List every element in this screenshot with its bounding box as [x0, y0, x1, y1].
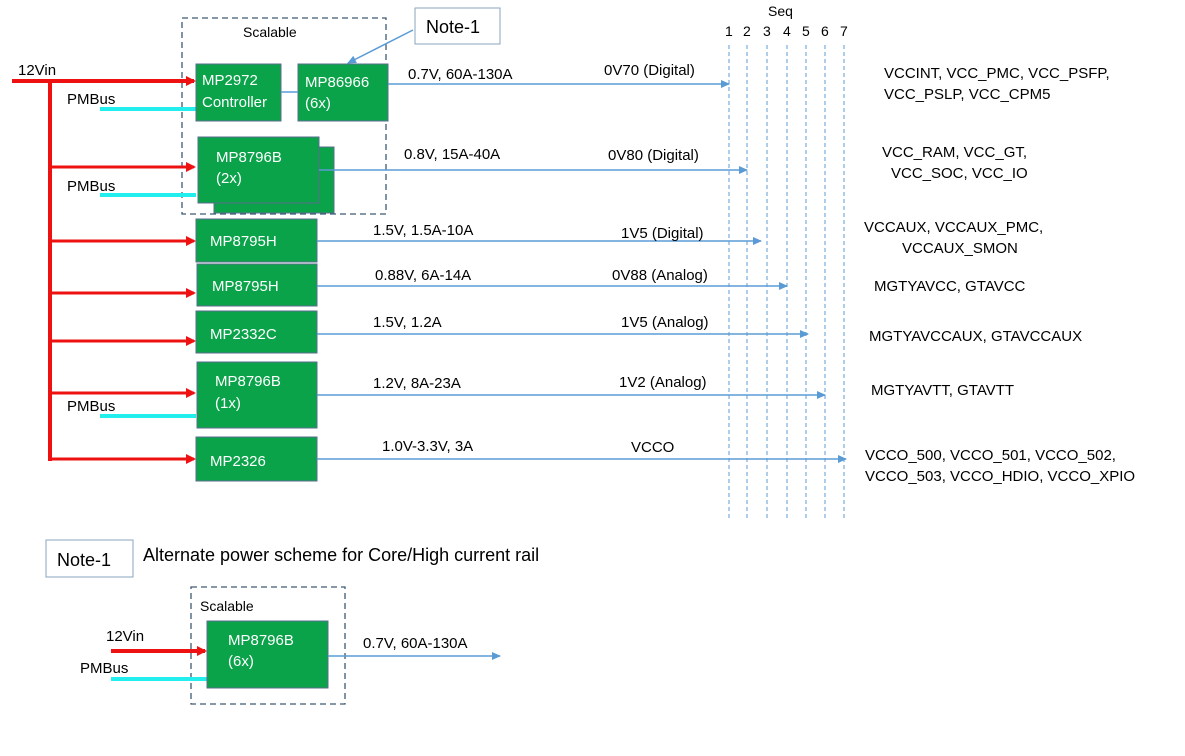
rail-spec: 1.5V, 1.2A [373, 314, 442, 331]
seq-number: 6 [821, 23, 829, 39]
alternate-note-label: Note-1 [57, 550, 111, 570]
rail-name: 1V2 (Analog) [619, 374, 707, 391]
load-list: VCCAUX_SMON [902, 240, 1018, 257]
alternate-regulator: MP8796B (6x) [206, 620, 329, 689]
rail-spec: 0.8V, 15A-40A [404, 146, 500, 163]
rail-spec: 1.0V-3.3V, 3A [382, 438, 473, 455]
regulator-label: MP86966 [305, 74, 369, 91]
regulator-mp8796b-2x: MP8796B (2x) [197, 136, 335, 214]
rail-name: 0V70 (Digital) [604, 62, 695, 79]
alternate-scalable-box [190, 586, 346, 705]
seq-number: 3 [763, 23, 771, 39]
load-list: VCC_RAM, VCC_GT, [882, 144, 1027, 161]
alternate-spec: 0.7V, 60A-130A [363, 635, 468, 652]
load-list: VCC_SOC, VCC_IO [891, 165, 1028, 182]
rail-spec: 1.5V, 1.5A-10A [373, 222, 473, 239]
input-12v-label: 12Vin [18, 62, 56, 79]
pmbus-label: PMBus [67, 178, 115, 195]
rail-name: 0V80 (Digital) [608, 147, 699, 164]
regulator-mp2972: MP2972 Controller [195, 63, 282, 122]
regulator-label: MP2326 [210, 453, 266, 470]
seq-lines [728, 45, 845, 520]
regulator-label: (1x) [215, 395, 241, 412]
seq-number: 5 [802, 23, 810, 39]
load-list: MGTYAVTT, GTAVTT [871, 382, 1014, 399]
alternate-title: Alternate power scheme for Core/High cur… [143, 545, 539, 565]
regulator-label: Controller [202, 94, 267, 111]
regulator-label: MP2972 [202, 72, 258, 89]
seq-number: 7 [840, 23, 848, 39]
regulator-mp8795h-b: MP8795H [196, 263, 318, 307]
rail-spec: 0.88V, 6A-14A [375, 267, 471, 284]
scalable-label: Scalable [243, 24, 297, 40]
regulator-mp2326: MP2326 [195, 436, 318, 482]
regulator-label: MP8796B [228, 632, 294, 649]
regulator-label: (6x) [228, 653, 254, 670]
regulator-label: MP2332C [210, 326, 277, 343]
rail-name: 1V5 (Digital) [621, 225, 704, 242]
regulator-label: (2x) [216, 170, 242, 187]
regulator-label: (6x) [305, 95, 331, 112]
load-list: VCCAUX, VCCAUX_PMC, [864, 219, 1043, 236]
rail-name: 0V88 (Analog) [612, 267, 708, 284]
alternate-scalable-label: Scalable [200, 598, 254, 614]
rail-name: VCCO [631, 439, 674, 456]
pmbus-label: PMBus [67, 398, 115, 415]
load-list: MGTYAVCCAUX, GTAVCCAUX [869, 328, 1082, 345]
seq-number: 4 [783, 23, 791, 39]
load-list: VCCO_503, VCCO_HDIO, VCCO_XPIO [865, 468, 1135, 485]
rail-spec: 1.2V, 8A-23A [373, 375, 461, 392]
regulator-label: MP8795H [212, 278, 279, 295]
alternate-input-label: 12Vin [106, 628, 144, 645]
load-list: VCCO_500, VCCO_501, VCCO_502, [865, 447, 1116, 464]
regulator-mp2332c: MP2332C [195, 310, 318, 354]
note-callout-box [414, 7, 501, 45]
rail-name: 1V5 (Analog) [621, 314, 709, 331]
load-list: VCC_PSLP, VCC_CPM5 [884, 86, 1050, 103]
seq-number: 1 [725, 23, 733, 39]
load-list: MGTYAVCC, GTAVCC [874, 278, 1026, 295]
load-list: VCCINT, VCC_PMC, VCC_PSFP, [884, 65, 1110, 82]
seq-number: 2 [743, 23, 751, 39]
regulator-label: MP8795H [210, 233, 277, 250]
rail-spec: 0.7V, 60A-130A [408, 66, 513, 83]
regulator-mp86966: MP86966 (6x) [297, 63, 389, 122]
seq-numbers: 1 2 3 4 5 6 7 [725, 23, 848, 39]
seq-title: Seq [768, 3, 793, 19]
regulator-mp8795h-a: MP8795H [195, 218, 318, 263]
regulator-label: MP8796B [216, 149, 282, 166]
regulator-mp8796b-1x: MP8796B (1x) [196, 361, 318, 429]
note-callout-arrow [347, 29, 414, 64]
regulator-label: MP8796B [215, 373, 281, 390]
alternate-pmbus-label: PMBus [80, 660, 128, 677]
pmbus-label: PMBus [67, 91, 115, 108]
note-callout-label: Note-1 [426, 17, 480, 37]
alternate-note-box [45, 539, 134, 578]
